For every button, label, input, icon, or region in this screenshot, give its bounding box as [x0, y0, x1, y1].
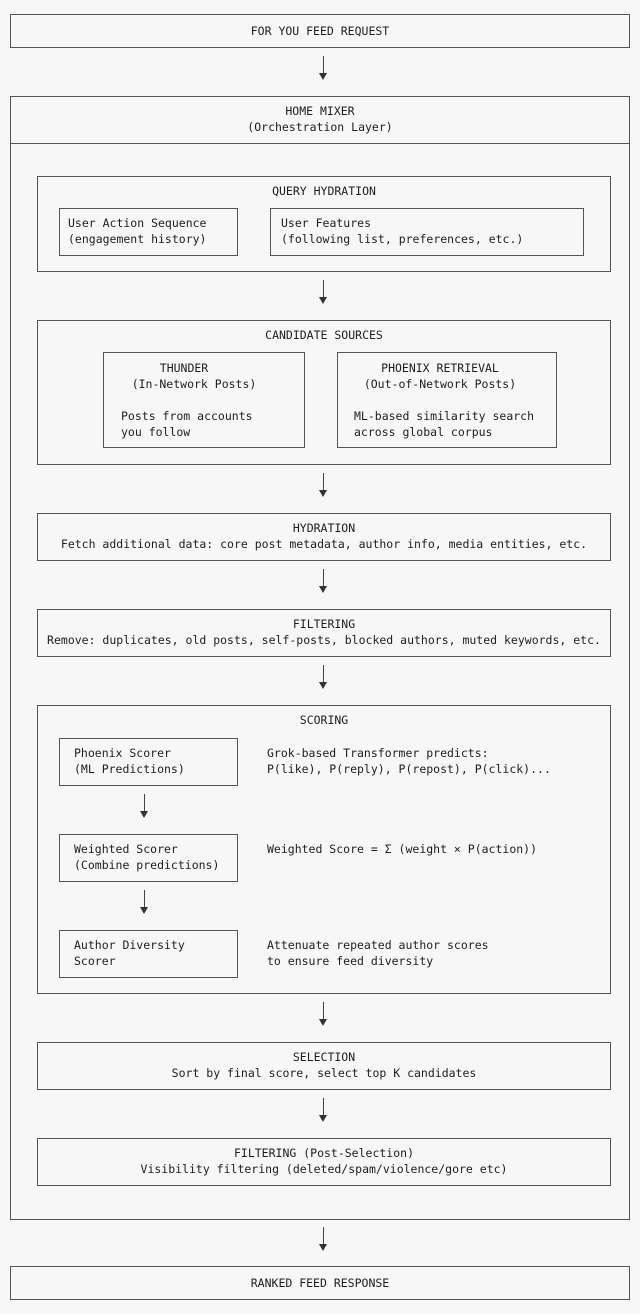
selection-desc: Sort by final score, select top K candid… [171, 1066, 477, 1080]
hydration-box [37, 513, 611, 561]
arrow-selection-to-post-filtering [318, 1098, 330, 1126]
author-diversity-box [59, 930, 238, 978]
query-hydration-box [37, 176, 611, 272]
home-mixer-subtitle: (Orchestration Layer) [247, 120, 393, 134]
phoenix-retrieval-desc-2: across global corpus [354, 425, 493, 439]
phoenix-retrieval-desc-1: ML-based similarity search [354, 409, 535, 423]
phoenix-scorer-sublabel: (ML Predictions) [74, 762, 185, 776]
phoenix-retrieval-box [337, 352, 557, 448]
weighted-scorer-note: Weighted Score = Σ (weight × P(action)) [267, 842, 538, 856]
phoenix-scorer-note-1: Grok-based Transformer predicts: [267, 746, 489, 760]
phoenix-scorer-note-2: P(like), P(reply), P(repost), P(click)..… [267, 762, 551, 776]
user-features-label: User Features [281, 216, 372, 230]
scoring-title: SCORING [299, 713, 349, 727]
arrow-candidates-to-hydration [318, 473, 330, 501]
filtering-desc: Remove: duplicates, old posts, self-post… [47, 633, 601, 647]
user-action-sequence-label: User Action Sequence [68, 216, 207, 230]
post-filtering-title: FILTERING (Post-Selection) [233, 1146, 414, 1160]
arrow-filtering-to-scoring [318, 665, 330, 693]
user-action-sequence-box [59, 208, 238, 256]
scoring-box [37, 705, 611, 994]
query-hydration-title: QUERY HYDRATION [272, 184, 376, 198]
user-features-sublabel: (following list, preferences, etc.) [281, 232, 524, 246]
filtering-title: FILTERING [292, 617, 356, 631]
post-filtering-box [37, 1138, 611, 1186]
request-title: FOR YOU FEED REQUEST [250, 24, 390, 38]
thunder-title: THUNDER [159, 361, 209, 375]
thunder-desc-2: you follow [121, 425, 191, 439]
home-mixer-title: HOME MIXER [285, 104, 355, 118]
filtering-box [37, 609, 611, 657]
thunder-subtitle: (In-Network Posts) [131, 377, 257, 391]
phoenix-retrieval-subtitle: (Out-of-Network Posts) [363, 377, 517, 391]
weighted-scorer-sublabel: (Combine predictions) [74, 858, 220, 872]
phoenix-retrieval-title: PHOENIX RETRIEVAL [381, 361, 499, 375]
thunder-box [103, 352, 305, 448]
hydration-title: HYDRATION [292, 521, 356, 535]
candidate-sources-box [37, 320, 611, 465]
request-box [10, 14, 630, 48]
home-mixer-header [10, 96, 630, 144]
arrow-mixer-to-response [318, 1227, 330, 1255]
thunder-desc-1: Posts from accounts [121, 409, 253, 423]
author-diversity-label: Author Diversity [74, 938, 185, 952]
arrow-hydration-to-filtering [318, 569, 330, 597]
phoenix-scorer-label: Phoenix Scorer [74, 746, 171, 760]
arrow-query-to-candidates [318, 280, 330, 308]
weighted-scorer-box [59, 834, 238, 882]
candidate-sources-title: CANDIDATE SOURCES [265, 328, 383, 342]
response-box [10, 1266, 630, 1300]
selection-box [37, 1042, 611, 1090]
author-diversity-sublabel: Scorer [74, 954, 116, 968]
author-diversity-note-2: to ensure feed diversity [267, 954, 434, 968]
arrow-scoring-to-selection [318, 1002, 330, 1030]
author-diversity-note-1: Attenuate repeated author scores [267, 938, 489, 952]
user-features-box [270, 208, 584, 256]
arrow-phoenix-to-weighted [139, 794, 151, 822]
arrow-weighted-to-diversity [139, 890, 151, 918]
selection-title: SELECTION [292, 1050, 356, 1064]
weighted-scorer-label: Weighted Scorer [74, 842, 178, 856]
arrow-request-to-mixer [318, 56, 330, 84]
user-action-sequence-sublabel: (engagement history) [68, 232, 207, 246]
hydration-desc: Fetch additional data: core post metadat… [60, 537, 588, 551]
response-title: RANKED FEED RESPONSE [250, 1276, 390, 1290]
phoenix-scorer-box [59, 738, 238, 786]
post-filtering-desc: Visibility filtering (deleted/spam/viole… [140, 1162, 508, 1176]
